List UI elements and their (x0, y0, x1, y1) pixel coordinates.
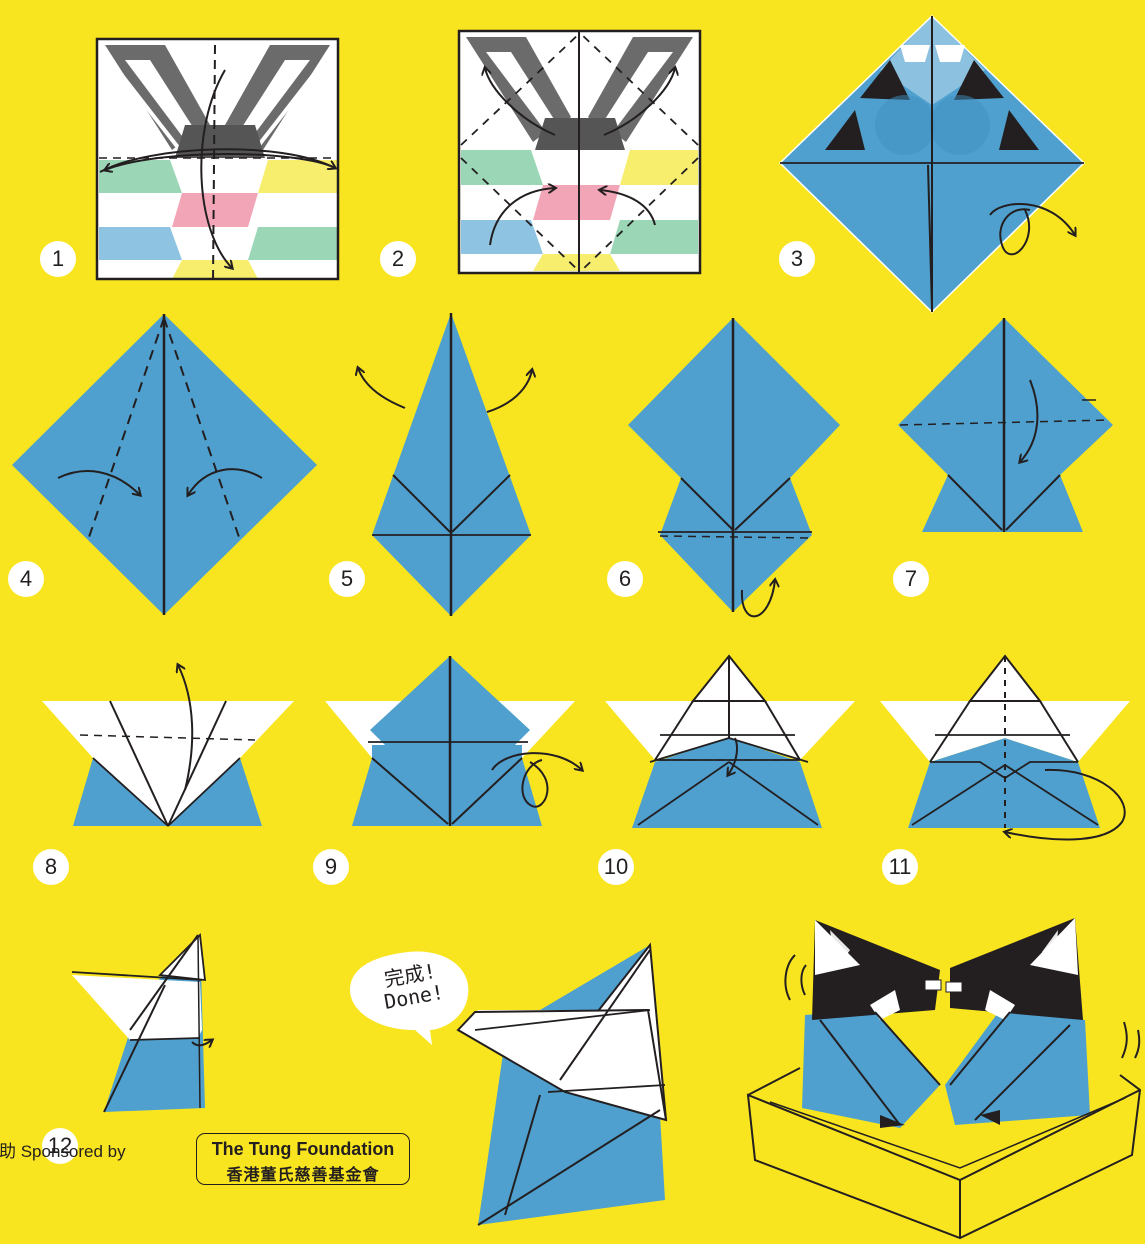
step-6-diagram (628, 318, 840, 616)
step-number-badge: 5 (329, 561, 365, 597)
step-number-badge: 10 (598, 849, 634, 885)
step-2-diagram (459, 31, 700, 273)
step-1-diagram (97, 39, 338, 282)
step-7-diagram (898, 318, 1113, 532)
step-number-badge: 9 (313, 849, 349, 885)
step-4-diagram (12, 314, 317, 615)
tung-foundation-logo: The Tung Foundation 香港董氏慈善基金會 (196, 1133, 410, 1185)
step-8-diagram (42, 665, 294, 826)
step-5-diagram (358, 313, 532, 616)
step-12-diagram (72, 935, 212, 1112)
step-number-badge: 1 (40, 241, 76, 277)
step-9-diagram (325, 656, 582, 826)
step-number-badge: 11 (882, 849, 918, 885)
logo-english-name: The Tung Foundation (197, 1139, 409, 1160)
step-number-badge: 2 (380, 241, 416, 277)
step-number-badge: 7 (893, 561, 929, 597)
step-number-badge: 3 (779, 241, 815, 277)
step-11-diagram (880, 656, 1130, 840)
step-number-badge: 4 (8, 561, 44, 597)
step-number-badge: 8 (33, 849, 69, 885)
logo-chinese-name: 香港董氏慈善基金會 (197, 1161, 409, 1185)
step-10-diagram (605, 656, 855, 828)
puppets-in-box (748, 918, 1140, 1238)
step-3-diagram (780, 16, 1084, 312)
step-number-badge: 6 (607, 561, 643, 597)
sponsor-label: 贊助 Sponsored by (0, 1137, 126, 1162)
motion-lines-icon (785, 955, 795, 1000)
